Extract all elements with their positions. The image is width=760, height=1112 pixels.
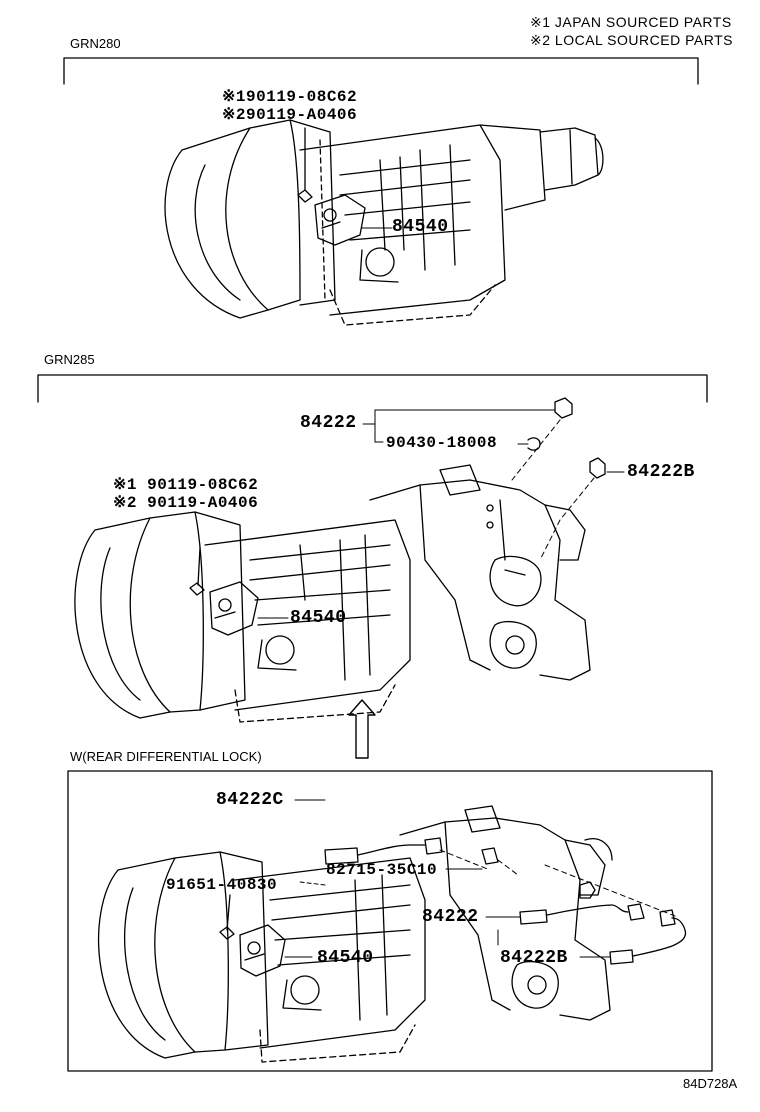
part-number-sensor-a[interactable]: 84222 <box>300 413 357 433</box>
part-number-clip[interactable]: 82715-35C10 <box>326 861 438 879</box>
part-number-bolt[interactable]: 91651-40830 <box>166 876 278 894</box>
part-number-switch[interactable]: 84540 <box>290 608 347 628</box>
section-title-rear-diff-lock: W(REAR DIFFERENTIAL LOCK) <box>70 749 262 764</box>
grn280-transmission-drawing <box>165 120 603 325</box>
section-title-grn285: GRN285 <box>44 352 95 367</box>
grn285-leaders <box>258 410 624 618</box>
part-number-bolt-japan[interactable]: ※190119-08C62 <box>222 88 358 106</box>
up-arrow <box>349 700 375 758</box>
section-title-grn280: GRN280 <box>70 36 121 51</box>
part-number-sensor-b[interactable]: 84222B <box>627 462 695 482</box>
part-number-bolt-japan[interactable]: ※1 90119-08C62 <box>113 476 259 494</box>
figure-code: 84D728A <box>683 1076 738 1091</box>
part-number-bolt-local[interactable]: ※290119-A0406 <box>222 106 358 124</box>
part-number-switch[interactable]: 84540 <box>317 948 374 968</box>
part-number-sensor-c[interactable]: 84222C <box>216 790 284 810</box>
part-number-gasket[interactable]: 90430-18008 <box>386 434 498 452</box>
rear-diff-box <box>68 771 712 1071</box>
rear-diff-transmission-drawing <box>99 806 686 1062</box>
legend-note-local: ※2 LOCAL SOURCED PARTS <box>530 32 733 48</box>
grn285-transmission-drawing <box>75 398 605 722</box>
part-number-bolt-local[interactable]: ※2 90119-A0406 <box>113 494 259 512</box>
rear-diff-leaders <box>285 800 610 957</box>
part-number-sensor-b[interactable]: 84222B <box>500 948 568 968</box>
grn280-bracket <box>64 58 698 84</box>
part-number-sensor-a[interactable]: 84222 <box>422 907 479 927</box>
part-number-switch[interactable]: 84540 <box>392 217 449 237</box>
legend-note-japan: ※1 JAPAN SOURCED PARTS <box>530 14 732 30</box>
grn285-bracket <box>38 375 707 402</box>
